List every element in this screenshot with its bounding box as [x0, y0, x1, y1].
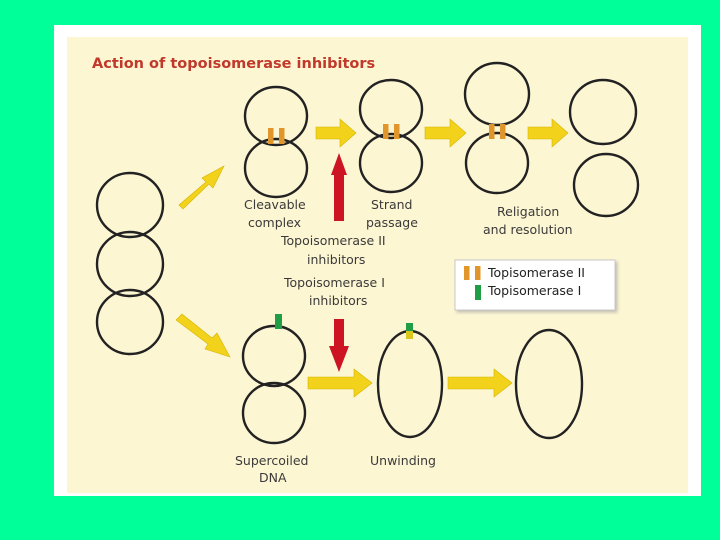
- arrow-religation-to-resolved: [527, 118, 569, 148]
- topo2-marker: [279, 128, 285, 144]
- topo1-marker-yellow: [406, 331, 413, 339]
- dna-ring-strand-bottom: [358, 132, 424, 194]
- topo2-marker: [383, 124, 389, 139]
- dna-ring-religation-top: [463, 61, 531, 127]
- label-strand: Strand: [371, 197, 413, 212]
- dna-ring-resolved-top: [568, 78, 638, 146]
- dna-ring-left-bottom: [95, 288, 165, 356]
- topo2-marker: [500, 124, 506, 139]
- label-passage: passage: [366, 215, 418, 230]
- dna-ring-strand-top: [358, 78, 424, 140]
- label-religation: Religation: [497, 204, 559, 219]
- dna-ring-supercoiled-top: [241, 324, 307, 388]
- label-topo1-inhibitors-line2: inhibitors: [309, 293, 367, 308]
- topo2-inhibitor-arrow: [331, 153, 347, 221]
- legend-topo1-label: Topisomerase I: [487, 283, 581, 298]
- label-resolution: and resolution: [483, 222, 573, 237]
- arrow-strand-to-religation: [424, 118, 467, 148]
- topo2-marker: [394, 124, 400, 139]
- legend-topo1-swatch: [475, 285, 481, 300]
- label-topo2-inhibitors-line2: inhibitors: [307, 252, 365, 267]
- topo1-marker: [275, 314, 282, 329]
- legend: Topisomerase II Topisomerase I: [454, 259, 616, 311]
- topo1-inhibitor-arrow: [329, 319, 349, 372]
- legend-topo2-label: Topisomerase II: [487, 265, 585, 280]
- arrow-to-cleavable: [178, 165, 225, 210]
- dna-ring-resolved-bottom: [572, 152, 640, 218]
- label-complex: complex: [248, 215, 301, 230]
- topo1-marker: [406, 323, 413, 331]
- dna-ring-supercoiled-bottom: [241, 381, 307, 445]
- legend-topo2-swatch: [464, 266, 470, 280]
- legend-box: [454, 259, 616, 311]
- arrow-cleavable-to-strand: [315, 118, 357, 148]
- dna-ring-religation-bottom: [464, 131, 530, 195]
- dna-ring-left-top: [95, 171, 165, 239]
- dna-ring-cleavable-top: [243, 85, 309, 147]
- arrow-to-supercoiled: [175, 313, 231, 358]
- diagram-title: Action of topoisomerase inhibitors: [92, 56, 375, 72]
- legend-topo2-swatch: [475, 266, 481, 280]
- topo2-marker: [489, 124, 495, 139]
- dna-ring-relaxed: [514, 328, 584, 440]
- label-dna: DNA: [259, 470, 287, 485]
- label-topo1-inhibitors-line1: Topoisomerase I: [283, 275, 385, 290]
- arrow-unwinding-to-relaxed: [447, 368, 513, 398]
- label-topo2-inhibitors-line1: Topoisomerase II: [280, 233, 386, 248]
- label-supercoiled: Supercoiled: [235, 453, 308, 468]
- topo2-marker: [268, 128, 274, 144]
- dna-ring-unwinding: [376, 329, 444, 439]
- dna-ring-left-middle: [95, 230, 165, 298]
- label-cleavable: Cleavable: [244, 197, 306, 212]
- label-unwinding: Unwinding: [370, 453, 436, 468]
- arrow-supercoiled-to-unwinding: [307, 368, 373, 398]
- dna-ring-cleavable-bottom: [243, 137, 309, 199]
